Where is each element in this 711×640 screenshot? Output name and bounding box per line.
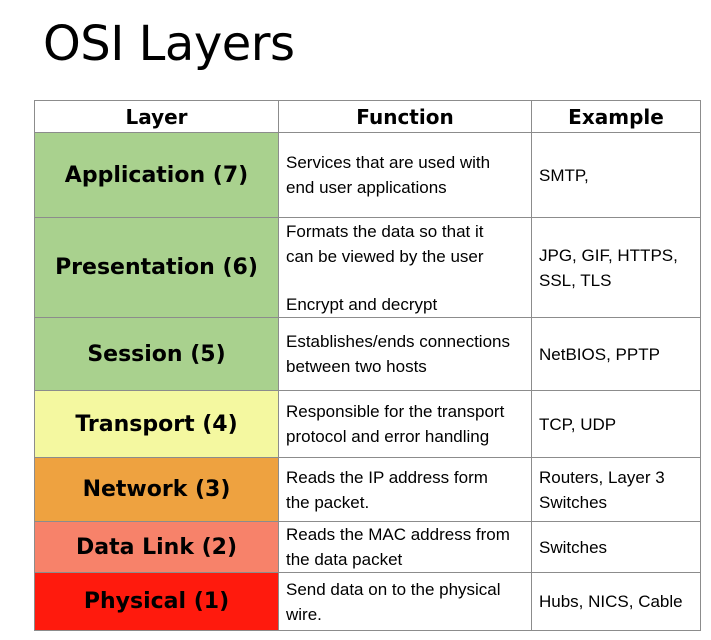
table-row: Data Link (2) Reads the MAC address from…	[34, 521, 701, 573]
table-row: Application (7) Services that are used w…	[34, 132, 701, 218]
example-cell: SMTP,	[531, 132, 701, 218]
layer-cell: Data Link (2)	[34, 521, 279, 573]
layer-cell: Application (7)	[34, 132, 279, 218]
osi-layers-table: Layer Function Example Application (7) S…	[34, 100, 701, 631]
function-cell: Services that are used with end user app…	[278, 132, 532, 218]
example-text: JPG, GIF, HTTPS,	[539, 245, 678, 265]
layer-cell: Network (3)	[34, 457, 279, 522]
layer-name: Data Link (2)	[75, 534, 238, 560]
header-layer: Layer	[34, 100, 279, 133]
example-cell: Hubs, NICS, Cable	[531, 572, 701, 631]
example-cell: NetBIOS, PPTP	[531, 317, 701, 391]
function-note: Encrypt and decrypt	[286, 294, 438, 314]
example-text: TCP, UDP	[539, 414, 617, 434]
example-text: SMTP,	[539, 165, 589, 185]
function-text: Establishes/ends connections	[286, 332, 510, 351]
function-text: Send data on to the physical	[286, 579, 501, 599]
layer-name: Physical (1)	[83, 589, 230, 614]
function-text: Reads the IP address form	[286, 467, 488, 487]
table-row: Transport (4) Responsible for the transp…	[34, 390, 701, 458]
function-text: end user applications	[286, 178, 447, 197]
example-cell: JPG, GIF, HTTPS, SSL, TLS	[531, 217, 701, 318]
function-text: the data packet	[286, 550, 403, 569]
example-text: Switches	[539, 492, 608, 512]
function-cell: Reads the MAC address from the data pack…	[278, 521, 532, 573]
layer-cell: Transport (4)	[34, 390, 279, 458]
function-cell: Formats the data so that it can be viewe…	[278, 217, 532, 318]
function-text: Responsible for the transport	[286, 402, 505, 421]
example-cell: Switches	[531, 521, 701, 573]
function-text: the packet.	[286, 492, 370, 512]
function-text: protocol and error handling	[286, 427, 490, 446]
example-text: Routers, Layer 3	[539, 467, 665, 487]
function-text: can be viewed by the user	[286, 246, 484, 266]
function-text: between two hosts	[286, 357, 427, 376]
layer-name: Network (3)	[82, 477, 231, 502]
layer-name: Application (7)	[64, 162, 249, 188]
function-cell: Send data on to the physical wire.	[278, 572, 532, 631]
layer-cell: Presentation (6)	[34, 217, 279, 318]
header-function: Function	[278, 100, 532, 133]
table-row: Physical (1) Send data on to the physica…	[34, 572, 701, 631]
function-cell: Establishes/ends connections between two…	[278, 317, 532, 391]
layer-name: Transport (4)	[75, 411, 238, 437]
example-text: Hubs, NICS, Cable	[539, 592, 683, 611]
spacer	[286, 269, 527, 292]
function-text: wire.	[286, 604, 322, 624]
layer-name: Presentation (6)	[55, 255, 258, 280]
layer-cell: Physical (1)	[34, 572, 279, 631]
page-title: OSI Layers	[43, 16, 295, 72]
header-example: Example	[531, 100, 701, 133]
example-text: SSL, TLS	[539, 270, 612, 290]
example-cell: Routers, Layer 3 Switches	[531, 457, 701, 522]
example-cell: TCP, UDP	[531, 390, 701, 458]
table-row: Presentation (6) Formats the data so tha…	[34, 217, 701, 318]
layer-cell: Session (5)	[34, 317, 279, 391]
function-text: Formats the data so that it	[286, 221, 484, 241]
layer-name: Session (5)	[87, 341, 226, 367]
function-cell: Reads the IP address form the packet.	[278, 457, 532, 522]
header-row: Layer Function Example	[34, 100, 701, 133]
function-cell: Responsible for the transport protocol a…	[278, 390, 532, 458]
function-text: Services that are used with	[286, 153, 491, 172]
function-text: Reads the MAC address from	[286, 525, 510, 544]
example-text: NetBIOS, PPTP	[539, 344, 660, 364]
example-text: Switches	[539, 537, 608, 557]
table-row: Network (3) Reads the IP address form th…	[34, 457, 701, 522]
table-row: Session (5) Establishes/ends connections…	[34, 317, 701, 391]
